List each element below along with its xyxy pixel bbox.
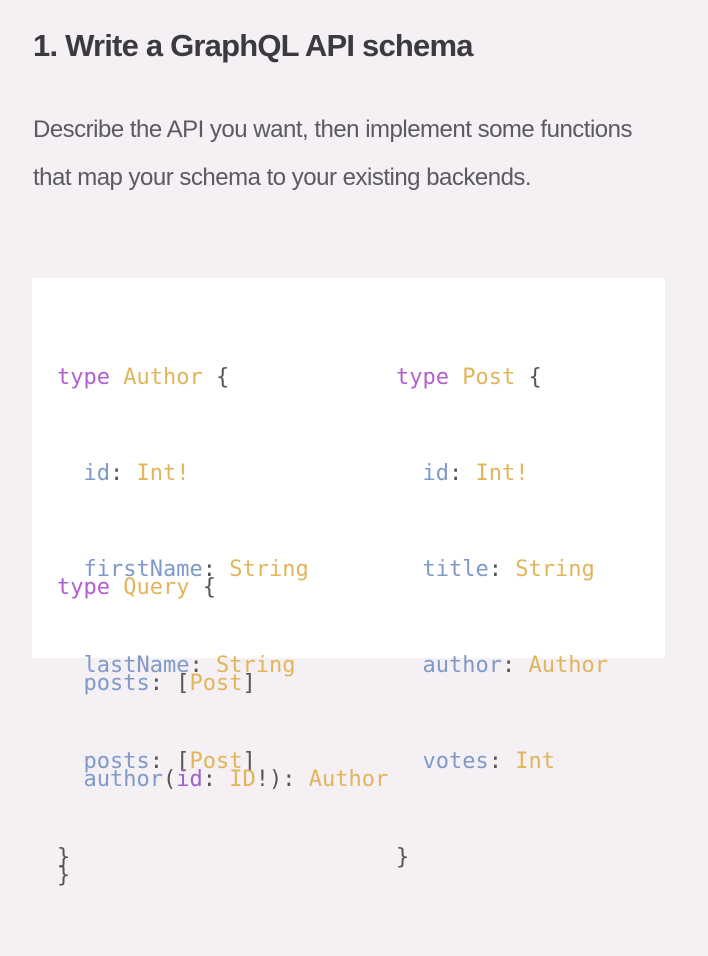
section-title: 1. Write a GraphQL API schema xyxy=(33,28,473,63)
field-name: posts xyxy=(83,671,150,696)
field-name: lastName xyxy=(83,653,190,678)
field-name: firstName xyxy=(83,557,203,582)
colon: : xyxy=(488,557,516,582)
colon: : xyxy=(149,671,177,696)
field-name: id xyxy=(422,461,450,486)
field-type: Author xyxy=(528,653,608,678)
field-type: Int xyxy=(515,749,555,774)
field-type: String xyxy=(229,557,309,582)
code-block-post-type: type Post { id: Int! title: String autho… xyxy=(396,298,608,938)
type-name: Post xyxy=(462,365,516,390)
colon: : xyxy=(189,653,216,678)
brace-open: { xyxy=(215,365,230,390)
brace-open: { xyxy=(202,575,216,600)
field-name: title xyxy=(422,557,489,582)
field-type: Post xyxy=(189,671,243,696)
bracket-close: ] xyxy=(242,671,256,696)
field-type: String xyxy=(215,653,296,678)
field-type: Int! xyxy=(136,461,190,486)
colon: : xyxy=(449,461,476,486)
brace-close: } xyxy=(57,863,71,888)
code-panel: type Author { id: Int! firstName: String… xyxy=(32,278,665,888)
argument-name: id xyxy=(176,767,203,792)
colon: : xyxy=(488,749,516,774)
argument-type: ID xyxy=(229,767,256,792)
bracket-open: [ xyxy=(176,671,190,696)
field-name: id xyxy=(83,461,111,486)
code-block-query-type: type Query { posts: [Post] author(id: ID… xyxy=(57,508,388,956)
colon: : xyxy=(282,767,309,792)
colon: : xyxy=(202,557,230,582)
colon: : xyxy=(202,767,230,792)
brace-close: } xyxy=(396,845,410,870)
field-type: Int! xyxy=(475,461,529,486)
section-description: Describe the API you want, then implemen… xyxy=(33,116,633,191)
keyword: type xyxy=(57,365,110,390)
field-name: author xyxy=(83,767,163,792)
colon: : xyxy=(110,461,137,486)
field-type: Author xyxy=(308,767,389,792)
keyword: type xyxy=(396,365,449,390)
keyword: type xyxy=(57,575,110,600)
brace-open: { xyxy=(528,365,542,390)
paren-open: ( xyxy=(162,767,177,792)
type-name: Query xyxy=(123,575,190,600)
field-name: author xyxy=(422,653,502,678)
field-type: String xyxy=(515,557,595,582)
non-null-marker: ! xyxy=(255,767,269,792)
type-name: Author xyxy=(123,365,203,390)
paren-close: ) xyxy=(268,767,283,792)
colon: : xyxy=(501,653,529,678)
field-name: votes xyxy=(422,749,489,774)
